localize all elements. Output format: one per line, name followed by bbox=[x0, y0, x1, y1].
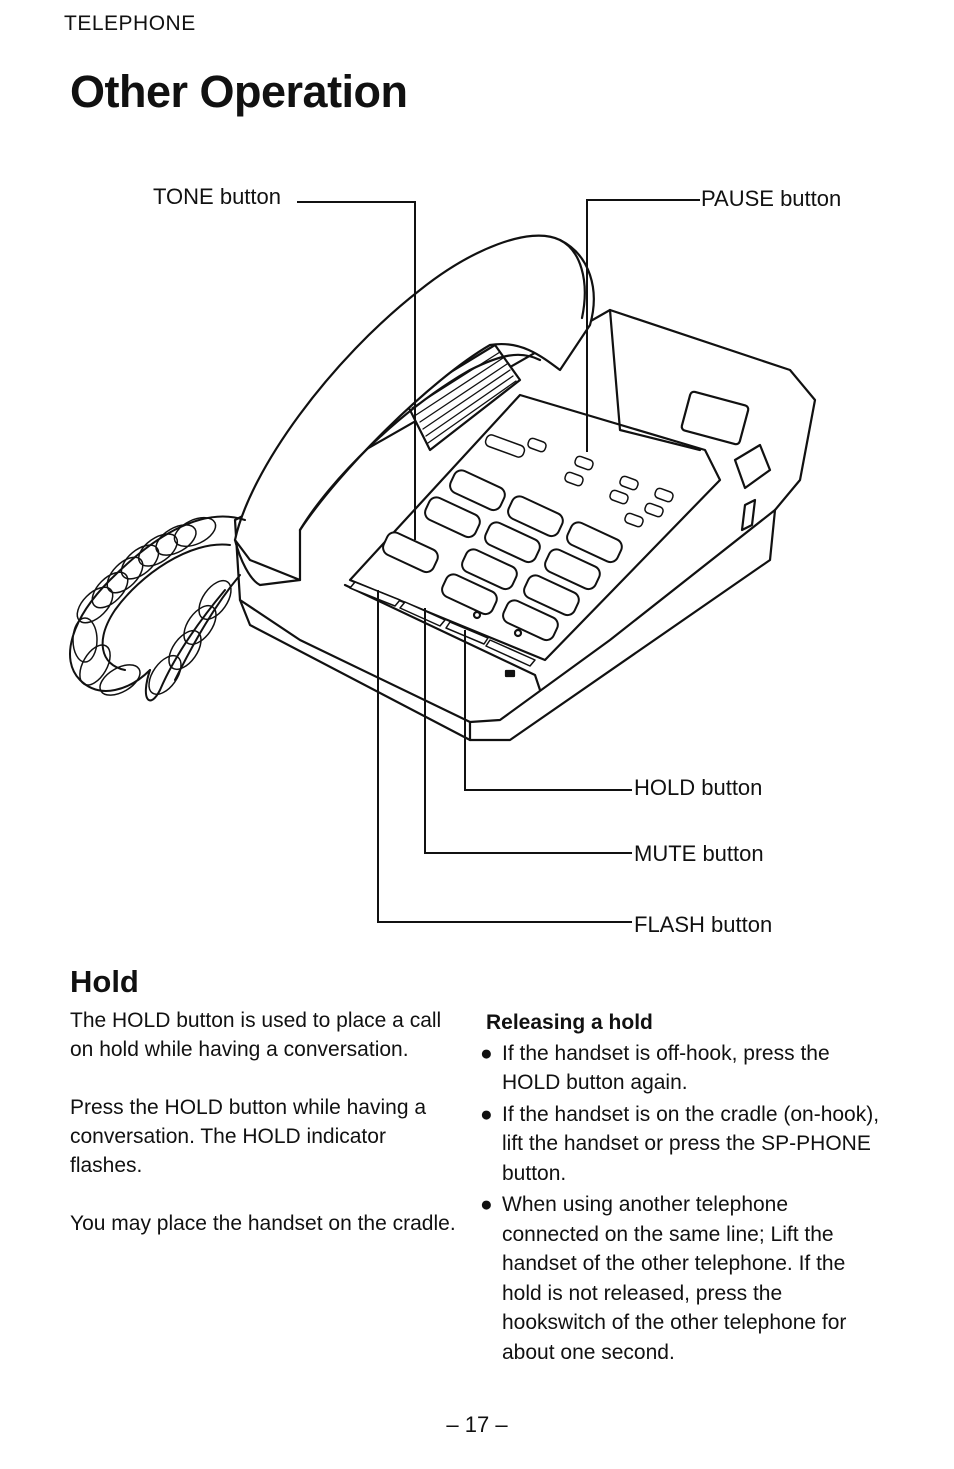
coiled-cord bbox=[69, 515, 246, 702]
telephone-illustration bbox=[69, 199, 817, 923]
bullet-icon: ● bbox=[480, 1041, 493, 1065]
hold-paragraph: The HOLD button is used to place a call … bbox=[70, 1009, 442, 1061]
bullet-icon: ● bbox=[480, 1193, 493, 1216]
releasing-bullet-text: When using another telephone connected o… bbox=[502, 1193, 847, 1364]
releasing-bullet: ● If the handset is off-hook, press the … bbox=[480, 1039, 886, 1098]
mute-button-callout: MUTE button bbox=[634, 841, 764, 866]
bullet-icon: ● bbox=[480, 1102, 493, 1126]
section-label: TELEPHONE bbox=[64, 12, 196, 35]
page-number: – 17 – bbox=[446, 1412, 508, 1437]
page-title: Other Operation bbox=[70, 66, 408, 117]
pause-leader-line bbox=[586, 199, 700, 452]
pause-button-callout: PAUSE button bbox=[701, 186, 842, 211]
tone-leader-line bbox=[297, 201, 416, 540]
hold-heading: Hold bbox=[70, 964, 139, 999]
hold-button-callout: HOLD button bbox=[634, 775, 763, 800]
speaker-grille bbox=[403, 343, 522, 452]
releasing-bullet: ● When using another telephone connected… bbox=[480, 1190, 886, 1367]
hold-leader-line bbox=[464, 630, 632, 791]
releasing-bullet-text: If the handset is on the cradle (on-hook… bbox=[502, 1102, 880, 1185]
hold-paragraph: Press the HOLD button while having a con… bbox=[70, 1096, 427, 1177]
keypad-buttons bbox=[382, 469, 623, 642]
hold-description: The HOLD button is used to place a call … bbox=[70, 1006, 460, 1267]
releasing-bullet: ● If the handset is on the cradle (on-ho… bbox=[480, 1100, 886, 1189]
flash-button-callout: FLASH button bbox=[634, 912, 773, 937]
releasing-bullet-text: If the handset is off-hook, press the HO… bbox=[502, 1041, 830, 1095]
releasing-hold-section: Releasing a hold ● If the handset is off… bbox=[480, 1008, 886, 1369]
mute-leader-line bbox=[424, 608, 632, 854]
hold-paragraph: You may place the handset on the cradle. bbox=[70, 1212, 456, 1235]
flash-leader-line bbox=[377, 590, 632, 923]
releasing-hold-heading: Releasing a hold bbox=[486, 1011, 653, 1034]
tone-button-callout: TONE button bbox=[153, 184, 281, 209]
